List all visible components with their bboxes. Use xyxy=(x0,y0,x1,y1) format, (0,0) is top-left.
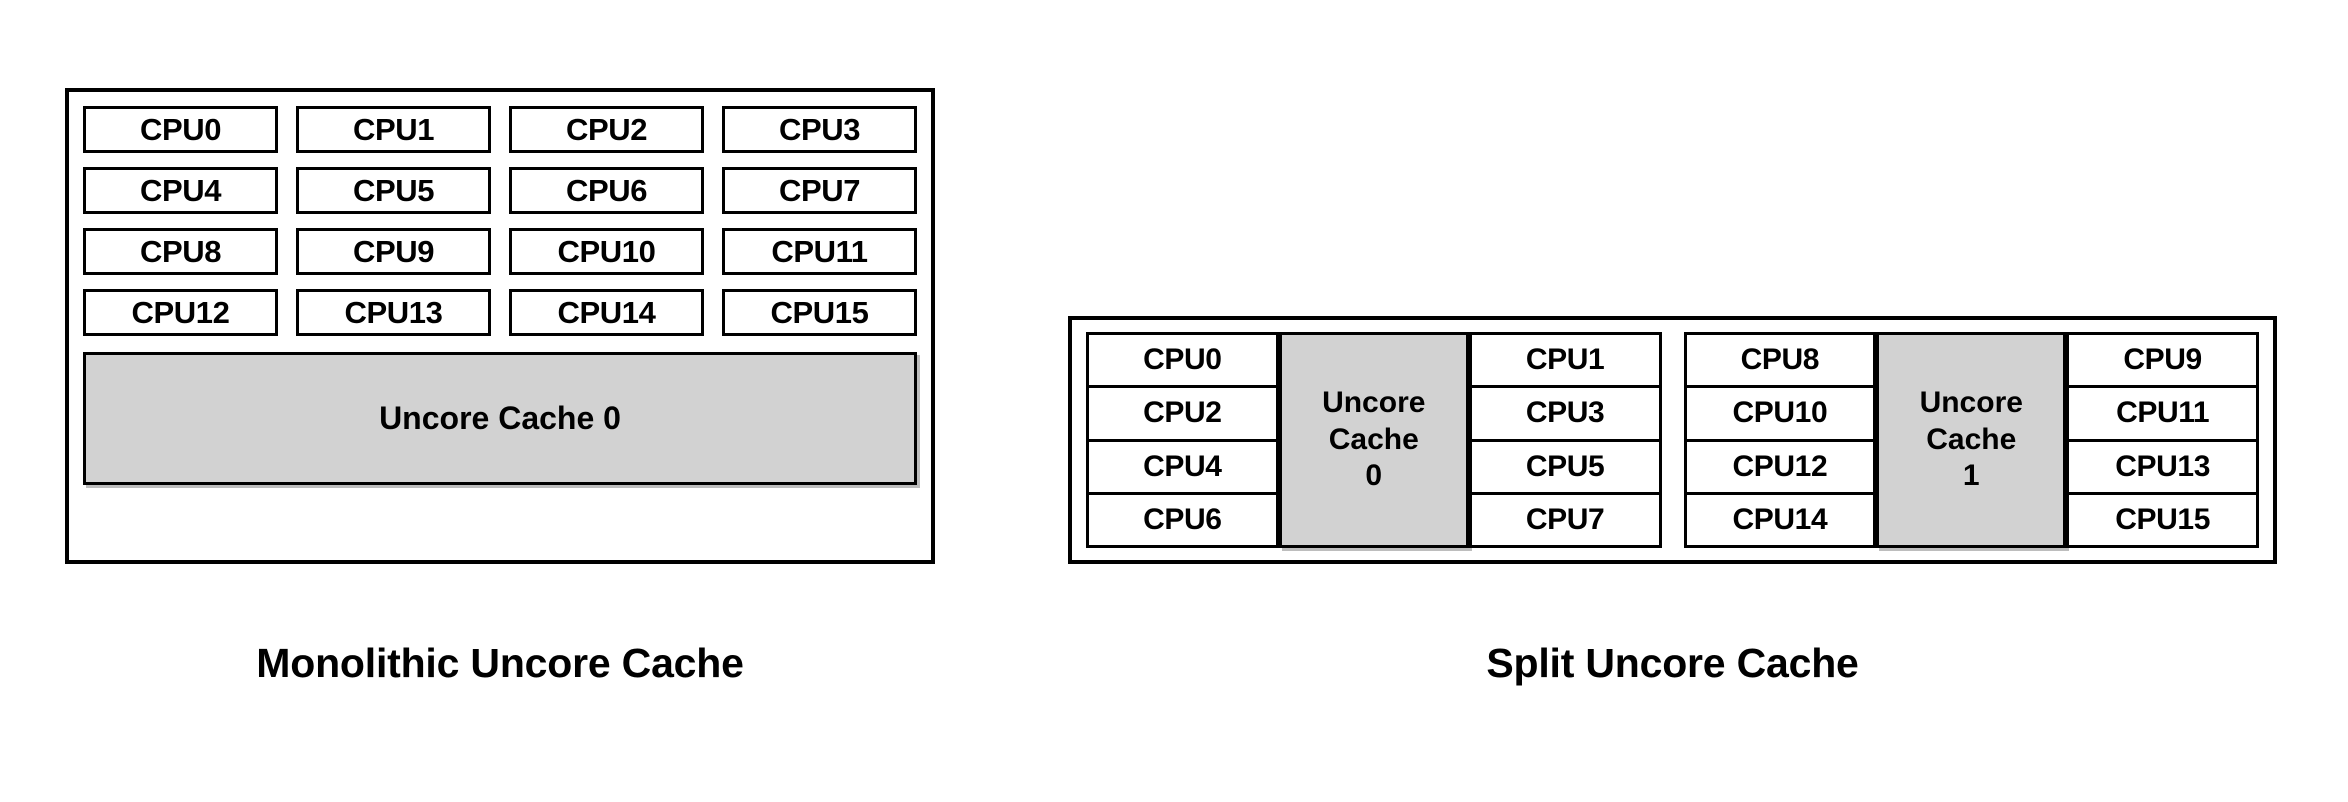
cpu-box: CPU7 xyxy=(722,167,917,214)
split-clusters: CPU0 CPU2 CPU4 CPU6 Uncore Cache 0 CPU1 … xyxy=(1086,332,2259,548)
cpu-box: CPU4 xyxy=(83,167,278,214)
cpu-cell: CPU10 xyxy=(1686,388,1874,442)
cpu-cell: CPU12 xyxy=(1686,441,1874,495)
cpu-box: CPU14 xyxy=(509,289,704,336)
cpu-cell: CPU0 xyxy=(1089,335,1276,389)
cpu-box: CPU6 xyxy=(509,167,704,214)
cpu-column-left: CPU8 CPU10 CPU12 CPU14 xyxy=(1683,332,1877,548)
cpu-box: CPU2 xyxy=(509,106,704,153)
cluster-1: CPU8 CPU10 CPU12 CPU14 Uncore Cache 1 CP… xyxy=(1683,332,2259,548)
cpu-column-left: CPU0 CPU2 CPU4 CPU6 xyxy=(1086,332,1279,548)
uncore-cache-block: Uncore Cache 1 xyxy=(1876,332,2067,548)
cpu-cell: CPU8 xyxy=(1686,335,1874,389)
cpu-box: CPU11 xyxy=(722,228,917,275)
cpu-cell: CPU2 xyxy=(1089,388,1276,442)
cache-label-line-3: 0 xyxy=(1365,459,1383,493)
cpu-cell: CPU13 xyxy=(2069,441,2256,495)
cache-label-line-3: 1 xyxy=(1962,459,1980,493)
cpu-box: CPU0 xyxy=(83,106,278,153)
cache-label-line-2: Cache xyxy=(1328,422,1419,456)
cpu-cell: CPU9 xyxy=(2069,335,2256,389)
cpu-cell: CPU7 xyxy=(1471,494,1659,545)
cache-label-line-1: Uncore xyxy=(1919,386,2023,420)
monolithic-caption: Monolithic Uncore Cache xyxy=(256,640,744,686)
split-uncore-panel: CPU0 CPU2 CPU4 CPU6 Uncore Cache 0 CPU1 … xyxy=(1068,316,2277,564)
cpu-box: CPU12 xyxy=(83,289,278,336)
cpu-box: CPU9 xyxy=(296,228,491,275)
cpu-cell: CPU4 xyxy=(1089,441,1276,495)
cache-label-line-1: Uncore xyxy=(1322,386,1426,420)
cache-label-line-2: Cache xyxy=(1926,422,2017,456)
cpu-box: CPU1 xyxy=(296,106,491,153)
cluster-0: CPU0 CPU2 CPU4 CPU6 Uncore Cache 0 CPU1 … xyxy=(1086,332,1662,548)
cpu-box: CPU8 xyxy=(83,228,278,275)
cpu-cell: CPU3 xyxy=(1471,388,1659,442)
cpu-cell: CPU1 xyxy=(1471,335,1659,389)
cpu-box: CPU10 xyxy=(509,228,704,275)
monolithic-cpu-grid: CPU0 CPU1 CPU2 CPU3 CPU4 CPU5 CPU6 CPU7 … xyxy=(83,106,917,336)
cpu-column-right: CPU1 CPU3 CPU5 CPU7 xyxy=(1468,332,1662,548)
uncore-cache-block: Uncore Cache 0 xyxy=(1278,332,1469,548)
cpu-cell: CPU15 xyxy=(2069,494,2256,545)
cpu-box: CPU3 xyxy=(722,106,917,153)
cpu-cell: CPU14 xyxy=(1686,494,1874,545)
cpu-column-right: CPU9 CPU11 CPU13 CPU15 xyxy=(2066,332,2259,548)
cpu-box: CPU15 xyxy=(722,289,917,336)
cpu-box: CPU13 xyxy=(296,289,491,336)
cpu-cell: CPU11 xyxy=(2069,388,2256,442)
monolithic-uncore-panel: CPU0 CPU1 CPU2 CPU3 CPU4 CPU5 CPU6 CPU7 … xyxy=(65,88,935,564)
split-caption: Split Uncore Cache xyxy=(1486,640,1859,686)
cpu-cell: CPU5 xyxy=(1471,441,1659,495)
uncore-cache-block: Uncore Cache 0 xyxy=(83,352,917,485)
cpu-cell: CPU6 xyxy=(1089,494,1276,545)
cpu-box: CPU5 xyxy=(296,167,491,214)
